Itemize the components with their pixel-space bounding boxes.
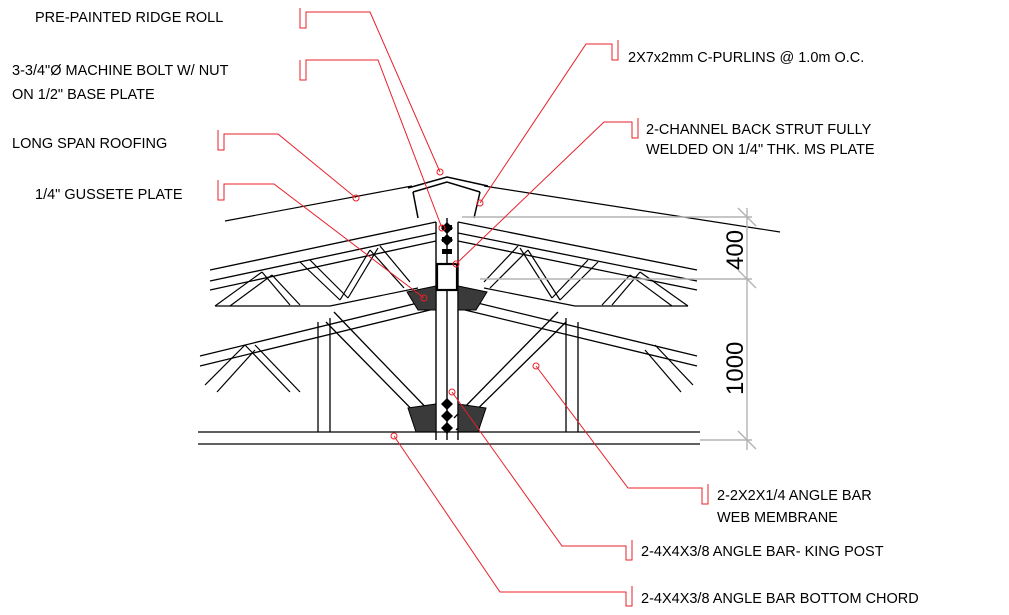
label-machine-bolt-line2: ON 1/2" BASE PLATE bbox=[12, 87, 155, 103]
label-web-membrane-line2: WEB MEMBRANE bbox=[717, 510, 838, 526]
label-machine-bolt-line1: 3-3/4"Ø MACHINE BOLT W/ NUT bbox=[12, 63, 229, 79]
bottom-chord bbox=[198, 431, 700, 445]
outer-lacing-left bbox=[204, 344, 301, 393]
label-web-membrane-line1: 2-2X2X1/4 ANGLE BAR bbox=[717, 488, 872, 504]
channel-back-strut bbox=[435, 262, 459, 292]
upper-lacing-left bbox=[214, 245, 419, 307]
top-chord-right bbox=[457, 221, 698, 291]
dimension-400-label: 400 bbox=[722, 230, 749, 270]
outer-lacing-right bbox=[644, 344, 694, 393]
machine-bolts-lower bbox=[441, 398, 453, 434]
upper-lacing-right bbox=[483, 245, 689, 307]
lower-rafter-left bbox=[199, 299, 431, 367]
top-chord-left bbox=[209, 221, 437, 291]
label-c-purlins: 2X7x2mm C-PURLINS @ 1.0m O.C. bbox=[628, 50, 864, 66]
label-long-span-roofing: LONG SPAN ROOFING bbox=[12, 136, 167, 152]
label-ridge-roll: PRE-PAINTED RIDGE ROLL bbox=[35, 10, 223, 26]
dimension-1000-label: 1000 bbox=[722, 342, 749, 395]
vertical-member-right bbox=[565, 318, 579, 432]
dimension-lines bbox=[462, 207, 757, 450]
label-back-strut-line1: 2-CHANNEL BACK STRUT FULLY bbox=[646, 122, 872, 138]
label-gusset-plate: 1/4" GUSSETE PLATE bbox=[35, 187, 183, 203]
lower-rafter-right bbox=[464, 299, 698, 367]
vertical-member-left bbox=[317, 318, 331, 432]
leader-lines bbox=[217, 8, 709, 607]
label-king-post: 2-4X4X3/8 ANGLE BAR- KING POST bbox=[641, 544, 884, 560]
machine-bolts-upper bbox=[441, 222, 453, 254]
label-back-strut-line2: WELDED ON 1/4" THK. MS PLATE bbox=[646, 142, 875, 158]
long-span-roofing bbox=[224, 185, 781, 233]
label-bottom-chord: 2-4X4X3/8 ANGLE BAR BOTTOM CHORD bbox=[641, 591, 919, 607]
ridge-roll bbox=[407, 176, 489, 219]
